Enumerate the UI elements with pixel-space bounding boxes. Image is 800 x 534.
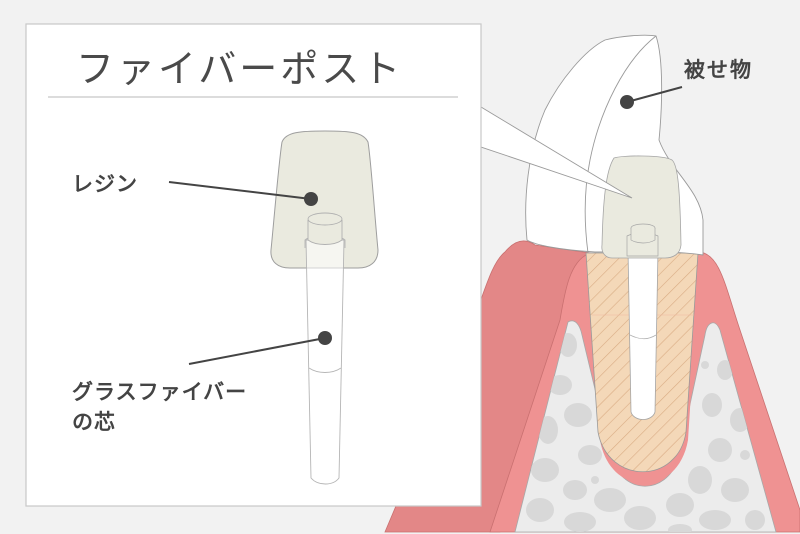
- fiber-post: [305, 239, 345, 485]
- resin-block: [270, 130, 379, 269]
- resin-marker-dot: [304, 192, 318, 206]
- detail-panel: [25, 23, 633, 507]
- label-glass-fiber-core-line1: グラスファイバー: [72, 380, 248, 404]
- diagram-title: ファイバーポスト: [76, 47, 404, 91]
- label-glass-fiber-core: グラスファイバー の芯: [72, 377, 247, 437]
- bone: [514, 320, 777, 533]
- crown-face-line: [584, 35, 657, 254]
- label-glass-fiber-core-line2: の芯: [72, 410, 116, 434]
- root-post: [627, 249, 659, 420]
- crown-resin-core: [601, 155, 682, 259]
- label-resin: レジン: [72, 172, 138, 196]
- tooth-illustration: [384, 34, 800, 533]
- crown-marker-dot: [620, 95, 634, 109]
- fiber-marker-dot: [318, 331, 332, 345]
- label-crown: 被せ物: [684, 58, 753, 82]
